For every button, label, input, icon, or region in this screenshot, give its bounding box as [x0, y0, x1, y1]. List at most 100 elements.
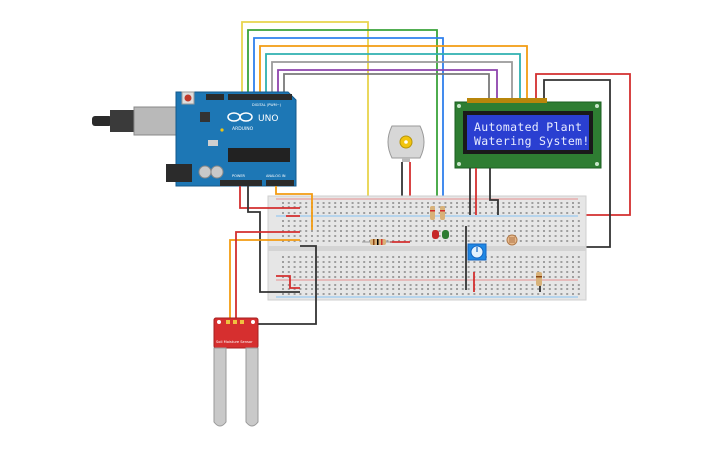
breadboard-hole [537, 220, 540, 222]
breadboard-hole [299, 276, 302, 278]
breadboard-hole [490, 266, 493, 268]
breadboard-hole [502, 261, 505, 263]
breadboard-hole [508, 256, 511, 258]
breadboard-hole [363, 271, 366, 273]
breadboard-hole [328, 276, 331, 278]
breadboard-hole [374, 276, 377, 278]
breadboard-hole [531, 261, 534, 263]
breadboard-hole [345, 212, 348, 214]
breadboard-hole [525, 202, 528, 204]
breadboard-hole [380, 212, 383, 214]
breadboard-hole [548, 284, 551, 286]
breadboard-hole [357, 220, 360, 222]
breadboard-hole [496, 235, 499, 237]
resistor-led-2[interactable] [440, 206, 445, 220]
breadboard-hole [305, 271, 308, 273]
arduino-logo-right [239, 112, 253, 122]
breadboard-hole [485, 284, 487, 286]
breadboard-hole [363, 235, 366, 237]
breadboard-hole [398, 288, 400, 290]
breadboard-hole [427, 284, 429, 286]
breadboard-hole [432, 256, 435, 258]
breadboard-center-channel [268, 246, 586, 251]
breadboard-hole [502, 271, 505, 273]
breadboard-hole [508, 293, 511, 295]
resistor-led-1[interactable] [430, 206, 435, 220]
breadboard-hole [531, 202, 534, 204]
breadboard-hole [398, 230, 400, 232]
breadboard-hole [450, 230, 453, 232]
arduino-uno[interactable]: UNO ARDUINO DIGITAL (PWM~) POWER ANALOG … [92, 91, 297, 187]
breadboard-hole [409, 284, 412, 286]
breadboard-hole [514, 212, 516, 214]
led-red[interactable] [432, 230, 439, 239]
breadboard-hole [351, 288, 354, 290]
breadboard-hole [415, 284, 418, 286]
breadboard-hole [351, 256, 354, 258]
breadboard-hole [363, 256, 366, 258]
breadboard-hole [473, 266, 476, 268]
potentiometer[interactable] [467, 243, 487, 261]
lcd-display[interactable]: Automated Plant Watering System! [454, 98, 602, 169]
arduino-header-digital: DIGITAL (PWM~) [252, 103, 282, 107]
breadboard-hole [357, 284, 360, 286]
breadboard-hole [432, 202, 435, 204]
breadboard-hole [421, 293, 424, 295]
breadboard-hole [572, 202, 574, 204]
breadboard-hole [490, 261, 493, 263]
breadboard-hole [374, 230, 377, 232]
breadboard-hole [398, 266, 400, 268]
breadboard-hole [461, 220, 464, 222]
breadboard-hole [293, 202, 296, 204]
breadboard[interactable] [267, 195, 587, 301]
breadboard-hole [328, 206, 331, 208]
breadboard-hole [572, 293, 574, 295]
breadboard-hole [554, 284, 557, 286]
breadboard-hole [374, 212, 377, 214]
breadboard-hole [438, 225, 441, 227]
breadboard-hole [548, 288, 551, 290]
breadboard-hole [560, 206, 563, 208]
breadboard-hole [415, 256, 418, 258]
breadboard-hole [357, 235, 360, 237]
breadboard-hole [299, 261, 302, 263]
dc-motor[interactable] [387, 125, 425, 162]
sensor-label: Soil Moisture Sensor [216, 340, 253, 344]
breadboard-hole [415, 271, 418, 273]
breadboard-hole [386, 235, 389, 237]
led-green[interactable] [442, 230, 449, 239]
breadboard-hole [369, 235, 371, 237]
breadboard-hole [519, 240, 522, 242]
breadboard-hole [421, 206, 424, 208]
breadboard-hole [287, 288, 290, 290]
breadboard-hole [386, 261, 389, 263]
breadboard-hole [282, 202, 284, 204]
breadboard-hole [403, 225, 406, 227]
breadboard-hole [363, 240, 366, 242]
breadboard-hole [502, 220, 505, 222]
soil-moisture-sensor[interactable]: Soil Moisture Sensor [213, 317, 259, 427]
breadboard-hole [467, 225, 470, 227]
breadboard-hole [369, 266, 371, 268]
breadboard-hole [357, 202, 360, 204]
breadboard-hole [363, 220, 366, 222]
breadboard-hole [572, 225, 574, 227]
breadboard-hole [577, 266, 580, 268]
breadboard-hole [461, 256, 464, 258]
resistor-horizontal[interactable] [362, 239, 392, 245]
photoresistor[interactable] [506, 234, 518, 246]
breadboard-hole [311, 230, 313, 232]
breadboard-hole [421, 235, 424, 237]
breadboard-hole [374, 266, 377, 268]
breadboard-hole [293, 271, 296, 273]
breadboard-hole [398, 202, 400, 204]
lcd-mount-hole-3 [457, 162, 461, 166]
resistor-ldr[interactable] [536, 272, 542, 286]
breadboard-hole [485, 225, 487, 227]
breadboard-hole [548, 266, 551, 268]
breadboard-hole [322, 235, 325, 237]
breadboard-hole [392, 220, 395, 222]
breadboard-hole [525, 284, 528, 286]
breadboard-hole [322, 212, 325, 214]
breadboard-hole [572, 235, 574, 237]
